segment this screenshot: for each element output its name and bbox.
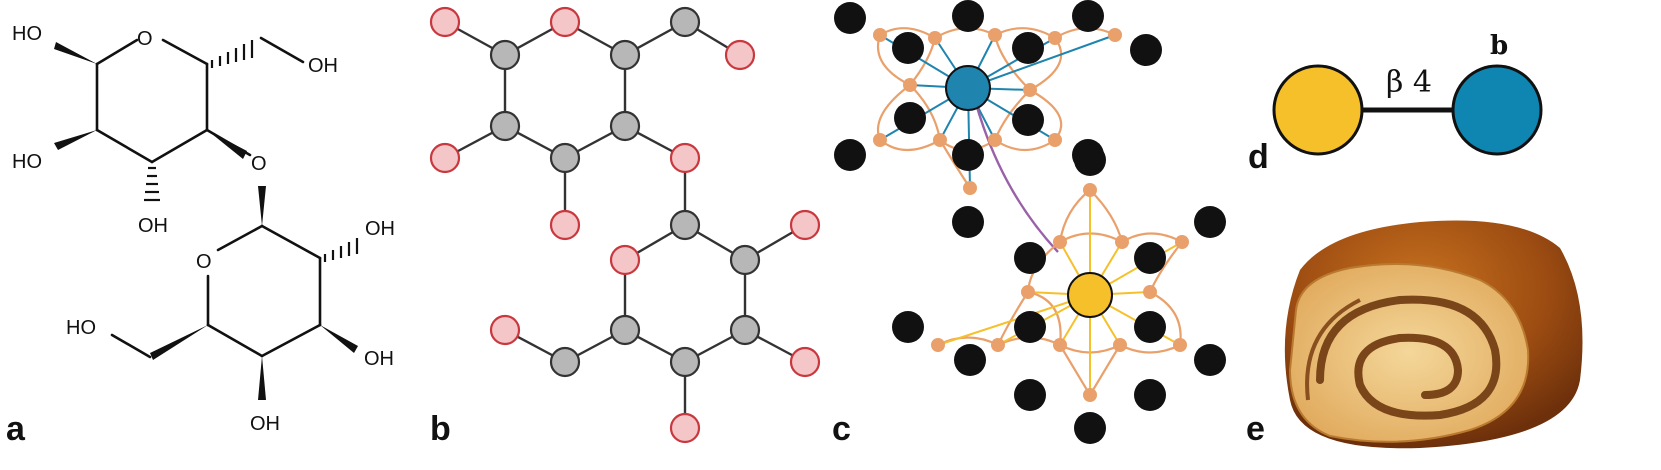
panel-label-d: d	[1248, 138, 1269, 176]
label-oh-r2: OH	[364, 348, 394, 370]
panel-label-a: a	[6, 410, 26, 448]
label-ho-ch2: HO	[66, 317, 96, 339]
label-ho-1: HO	[12, 23, 42, 45]
panel-c-coarse-graph: c	[832, 0, 1226, 448]
yellow-node	[1272, 64, 1364, 156]
label-ring-o-2: O	[196, 251, 212, 273]
panel-b-atom-graph: b	[429, 6, 821, 448]
panel-d-symbol-notation: β 4 b d	[1248, 31, 1543, 176]
label-oh-b2: OH	[250, 413, 280, 435]
blue-node	[1451, 64, 1543, 156]
panel-a-chemical-structure: HO O OH HO O OH OH O HO OH OH a	[6, 23, 395, 448]
link-label: β 4	[1386, 65, 1432, 100]
panel-e-cinnamon-roll-photo: e	[1246, 220, 1583, 449]
label-oh-ch2: OH	[308, 55, 338, 77]
node-label: b	[1490, 31, 1508, 61]
label-oh-bottom: OH	[138, 215, 168, 237]
label-ho-left: HO	[12, 151, 42, 173]
panel-label-b: b	[430, 410, 451, 448]
label-bridge-o: O	[251, 153, 267, 175]
label-ring-o-1: O	[137, 28, 153, 50]
panel-label-e: e	[1246, 410, 1265, 448]
label-oh-right: OH	[365, 218, 395, 240]
panel-label-c: c	[832, 410, 851, 448]
